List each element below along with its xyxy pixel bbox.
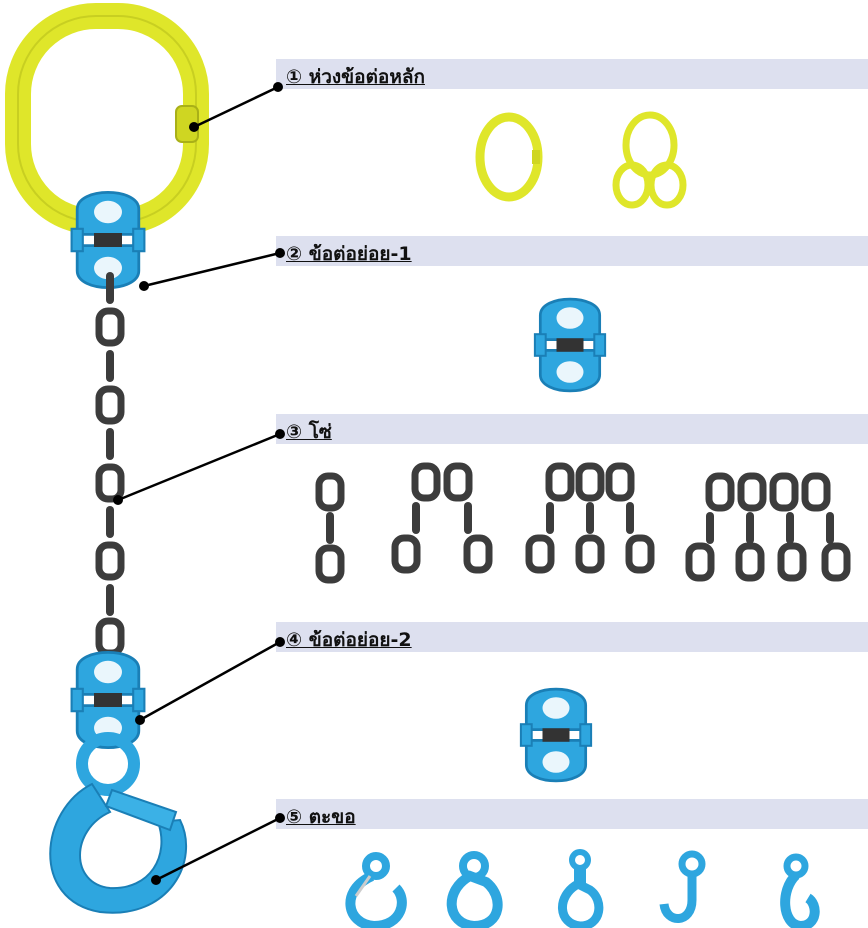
section-label-connector-1: ② ข้อต่อย่อย-1	[286, 243, 412, 265]
chain-1-leg-icon	[319, 476, 341, 580]
section-header-connector-1: ② ข้อต่อย่อย-1	[276, 236, 868, 266]
chain-2-leg-icon	[395, 466, 489, 570]
self-locking-hook-icon	[49, 732, 188, 914]
eye-hook-icon	[659, 850, 706, 923]
section-header-master-link: ① ห่วงข้อต่อหลัก	[276, 59, 868, 89]
single-master-link-icon	[475, 112, 543, 202]
self-locking-eye-hook-icon	[446, 851, 503, 928]
leader-dots	[113, 82, 285, 885]
section-label-chain: ③ โซ่	[286, 421, 332, 443]
section-header-connector-2: ④ ข้อต่อย่อย-2	[276, 622, 868, 652]
chain-3-leg-icon	[529, 466, 651, 570]
grab-hook-icon	[780, 853, 820, 928]
section-label-connector-2: ④ ข้อต่อย่อย-2	[286, 629, 412, 651]
chain-icon	[99, 272, 121, 653]
section-label-hook: ⑤ ตะขอ	[286, 806, 356, 828]
connecting-link-icon	[519, 687, 593, 783]
clevis-hook-with-latch-icon	[345, 852, 407, 928]
section-label-master-link: ① ห่วงข้อต่อหลัก	[286, 66, 425, 88]
chain-4-leg-icon	[689, 476, 847, 578]
swivel-self-locking-hook-icon	[558, 849, 604, 928]
leader-lines	[117, 85, 281, 882]
section-header-hook: ⑤ ตะขอ	[276, 799, 868, 829]
master-link-assembly-icon	[612, 111, 687, 209]
connecting-link-icon	[533, 297, 607, 393]
section-header-chain: ③ โซ่	[276, 414, 868, 444]
